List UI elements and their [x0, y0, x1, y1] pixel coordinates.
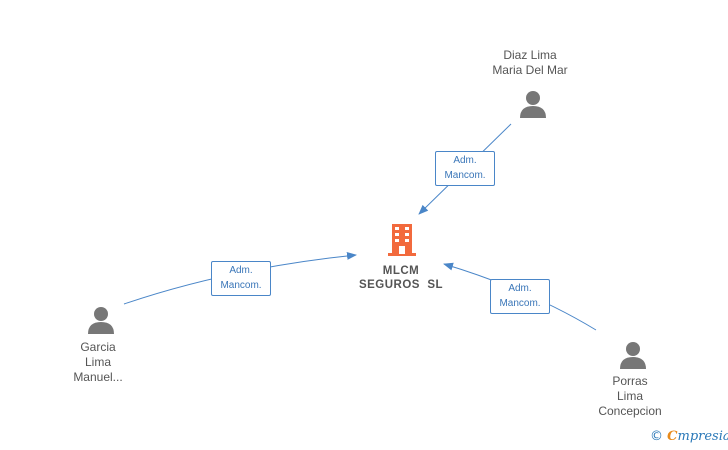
edge-label-line: Mancom. — [499, 298, 541, 309]
edge-label-line: Adm. — [508, 283, 532, 294]
copyright-symbol: © — [650, 429, 663, 444]
building-icon[interactable] — [388, 224, 416, 256]
edge-label-garcia[interactable]: Adm. Mancom. — [211, 261, 271, 296]
person-name-line: Garcia — [80, 340, 116, 354]
person-name-line: Lima — [616, 389, 643, 403]
edge-label-diaz[interactable]: Adm. Mancom. — [435, 151, 495, 186]
person-label-diaz[interactable]: Diaz Lima Maria Del Mar — [470, 48, 590, 78]
person-name-line: Maria Del Mar — [492, 63, 568, 77]
person-label-porras[interactable]: Porras Lima Concepcion — [580, 374, 680, 419]
company-name[interactable]: MLCM SEGUROS SL — [346, 264, 456, 292]
person-icon-garcia[interactable] — [88, 307, 114, 334]
person-name-line: Diaz Lima — [503, 48, 557, 62]
person-name-line: Porras — [612, 374, 648, 388]
empresia-watermark: © Cmpresia — [650, 429, 728, 444]
person-icon-porras[interactable] — [620, 342, 646, 369]
company-name-line-2: SEGUROS SL — [358, 279, 444, 291]
edge-label-line: Adm. — [453, 155, 477, 166]
brand-name: mpresia — [677, 429, 728, 444]
person-name-line: Concepcion — [598, 404, 662, 418]
company-name-line-1: MLCM — [382, 265, 420, 277]
person-label-garcia[interactable]: Garcia Lima Manuel... — [48, 340, 148, 385]
person-icon-diaz[interactable] — [520, 91, 546, 118]
edge-label-line: Adm. — [229, 265, 253, 276]
edge-label-line: Mancom. — [220, 280, 262, 291]
person-name-line: Manuel... — [73, 370, 123, 384]
edge-label-porras[interactable]: Adm. Mancom. — [490, 279, 550, 314]
brand-initial: C — [667, 429, 678, 444]
person-name-line: Lima — [84, 355, 111, 369]
edge-label-line: Mancom. — [444, 170, 486, 181]
